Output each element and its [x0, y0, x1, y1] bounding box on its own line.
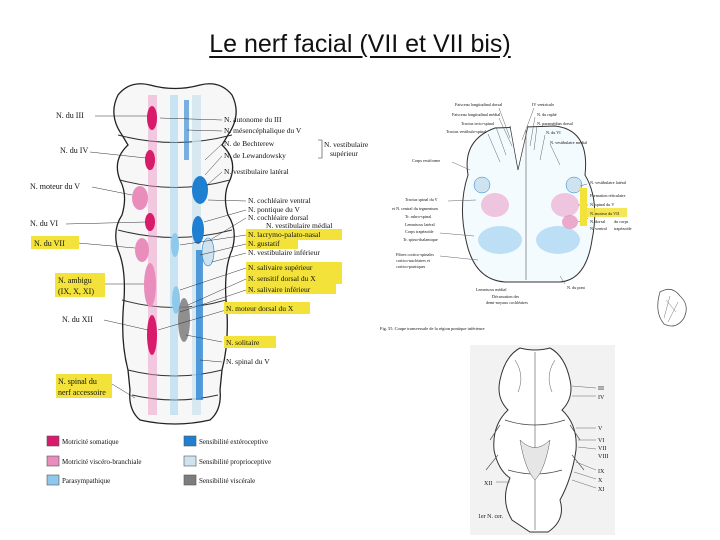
label-n-ambigu: N. ambigu — [58, 276, 92, 285]
legend-swatch-exteroceptive — [183, 435, 197, 447]
legend-motricite-viscero-branchiale: Motricité viscéro-branchiale — [62, 458, 142, 466]
brainstem-label-ix: IX — [598, 469, 605, 475]
label-n-vestibulaire-lateral: N. vestibulaire latéral — [224, 167, 289, 176]
section-label-n-ventral: N. ventral — [590, 226, 608, 231]
section-label-tractus-tecto-spinal: Tractus tecto-spinal — [461, 121, 495, 126]
legend-sensibilite-viscerale: Sensibilité viscérale — [199, 477, 255, 485]
label-n-moteur-dorsal-du-x: N. moteur dorsal du X — [226, 304, 294, 313]
section-label-lemniscus-lateral: Lemniscus latéral — [405, 222, 435, 227]
label-n-cochleaire-dorsal: N. cochléaire dorsal — [248, 213, 308, 222]
legend-sensibilite-exteroceptive: Sensibilité extéroceptive — [199, 438, 268, 446]
section-caption: Fig. 55. Coupe transversale de la région… — [380, 326, 485, 331]
section-label-n-paramedian-dorsal: N. paramédian dorsal — [537, 121, 574, 126]
label-n-du-iii: N. du III — [56, 111, 84, 120]
section-label-n-vestibulaire-medial: N. vestibulaire médial — [550, 140, 588, 145]
label-n-pontique-du-v: N. pontique du V — [248, 205, 301, 214]
legend-swatch-proprioceptive — [183, 455, 197, 467]
label-n-solitaire: N. solitaire — [226, 338, 260, 347]
label-n-de-bechterew: N. de Bechterew — [224, 139, 275, 148]
label-n-du-vii: N. du VII — [34, 239, 65, 248]
brainstem-label-vii: VII — [598, 446, 606, 452]
label-n-vestibulaire-medial: N. vestibulaire médial — [266, 221, 332, 230]
label-n-spinal: N. spinal du — [58, 377, 97, 386]
label-n-de-lewandowsky: N. de Lewandowsky — [224, 151, 286, 160]
label-n-moteur-du-v: N. moteur du V — [30, 182, 80, 191]
label-n-sensitif-dorsal-du-x: N. sensitif dorsal du X — [248, 274, 316, 283]
label-n-mesencephalique-du-v: N. mésencéphalique du V — [224, 126, 302, 135]
section-label-lemniscus-medial: Lemniscus médial — [476, 287, 507, 292]
brainstem-label-1er-n-cer: 1er N. cer. — [478, 514, 503, 520]
section-label-n-du-vi: N. du VI — [546, 130, 561, 135]
section-label-corps-trapezoide: Corps trapézoïde — [405, 229, 434, 234]
section-label-faisceau-longitudinal-dorsal: Faisceau longitudinal dorsal — [455, 102, 503, 107]
label-n-vestibulaire-bracket: N. vestibulaire — [324, 140, 369, 149]
label-n-spinal-du-v: N. spinal du V — [226, 357, 270, 366]
brainstem-label-iv: IV — [598, 395, 605, 401]
label-n-gustatif: N. gustatif — [248, 239, 280, 248]
brainstem-nuclei-diagram: N. du III N. du IV N. moteur du V N. du … — [30, 83, 369, 425]
brainstem-label-xii: XII — [484, 481, 492, 487]
page-title: Le nerf facial (VII et VII bis) — [209, 30, 511, 58]
label-n-salivaire-inferieur: N. salivaire inférieur — [248, 285, 311, 294]
section-label-iv-ventricule: IV ventricule — [532, 102, 554, 107]
label-n-vestibulaire-inferieur: N. vestibulaire inférieur — [248, 248, 320, 257]
label-n-lacrymo-palato-nasal: N. lacrymo-palato-nasal — [248, 230, 320, 239]
section-label-n-moteur-du-vii: N. moteur du VII — [590, 211, 620, 216]
section-label-decussation: Décussation des — [492, 294, 519, 299]
label-n-du-iv: N. du IV — [60, 146, 88, 155]
label-n-du-vi: N. du VI — [30, 219, 58, 228]
section-label-cortico-pontiques: cortico-pontiques — [396, 264, 426, 269]
legend-motricite-somatique: Motricité somatique — [62, 438, 119, 446]
section-label-corps-restiforme: Corps restiforme — [412, 158, 440, 163]
label-ix-x-xi: (IX, X, XI) — [58, 287, 94, 296]
edge-sketch — [657, 288, 687, 327]
legend-swatch-viscerale — [183, 474, 197, 486]
section-label-tractus-vestibulo-spinal: Tractus vestibulo-spinal — [446, 129, 487, 134]
label-n-cochleaire-ventral: N. cochléaire ventral — [248, 196, 311, 205]
section-label-cortico-nucleaires: cortico-nucléaires et — [396, 258, 431, 263]
legend-swatch-motricite-viscero — [46, 455, 60, 467]
brainstem-label-iii: III — [598, 386, 604, 392]
label-nerf-accessoire: nerf accessoire — [58, 388, 106, 397]
section-label-tr-spino-thalamique: Tr. spino-thalamique — [403, 237, 438, 242]
section-label-n-spinal-du-v: N. spinal du V — [590, 202, 614, 207]
brainstem-label-v: V — [598, 426, 603, 432]
legend-parasympathique: Parasympathique — [62, 477, 110, 485]
brainstem-label-viii: VIII — [598, 454, 608, 460]
section-label-tr-rubro-spinal: Tr. rubro-spinal — [405, 214, 432, 219]
legend: Motricité somatique Motricité viscéro-br… — [46, 435, 271, 486]
label-n-salivaire-superieur: N. salivaire supérieur — [248, 263, 313, 272]
label-n-du-xii: N. du XII — [62, 315, 93, 324]
legend-swatch-motricite-somatique — [46, 435, 60, 447]
section-label-formation-reticulaire: Formation réticulaire — [590, 193, 626, 198]
pons-cross-section: Faisceau longitudinal dorsal IV ventricu… — [380, 102, 632, 331]
section-label-trapezoide: trapézoïde — [614, 226, 632, 231]
brainstem-label-x: X — [598, 478, 603, 484]
section-label-n-central-tegmentum: et N. central du tegmentum — [392, 206, 438, 211]
section-label-tractus-spinal-du-v: Tractus spinal du V — [405, 197, 438, 202]
section-label-fibres-cortico-spinales: Fibres cortico-spinales — [396, 252, 434, 257]
section-label-faisceau-longitudinal-medial: Faisceau longitudinal médial — [452, 112, 501, 117]
section-label-demi-noyaux: demi-noyaux cochléaires — [486, 300, 528, 305]
section-label-du-corps: du corps — [614, 219, 629, 224]
section-label-n-du-raphe: N. du raphé — [537, 112, 557, 117]
brainstem-dorsal-view: III IV V VI VII VIII IX X XI XII 1er N. … — [470, 345, 615, 535]
section-label-n-dorsal: N. dorsal — [590, 219, 606, 224]
section-label-n-du-pont: N. du pont — [567, 285, 586, 290]
label-n-autonome-du-iii: N. autonome du III — [224, 115, 282, 124]
brainstem-label-vi: VI — [598, 438, 604, 444]
brainstem-label-xi: XI — [598, 487, 604, 493]
section-label-n-vestibulaire-lateral: N. vestibulaire latéral — [590, 180, 627, 185]
legend-swatch-parasympathique — [46, 474, 60, 486]
label-superieur-bracket: supérieur — [330, 149, 358, 158]
legend-sensibilite-proprioceptive: Sensibilité proprioceptive — [199, 458, 271, 466]
